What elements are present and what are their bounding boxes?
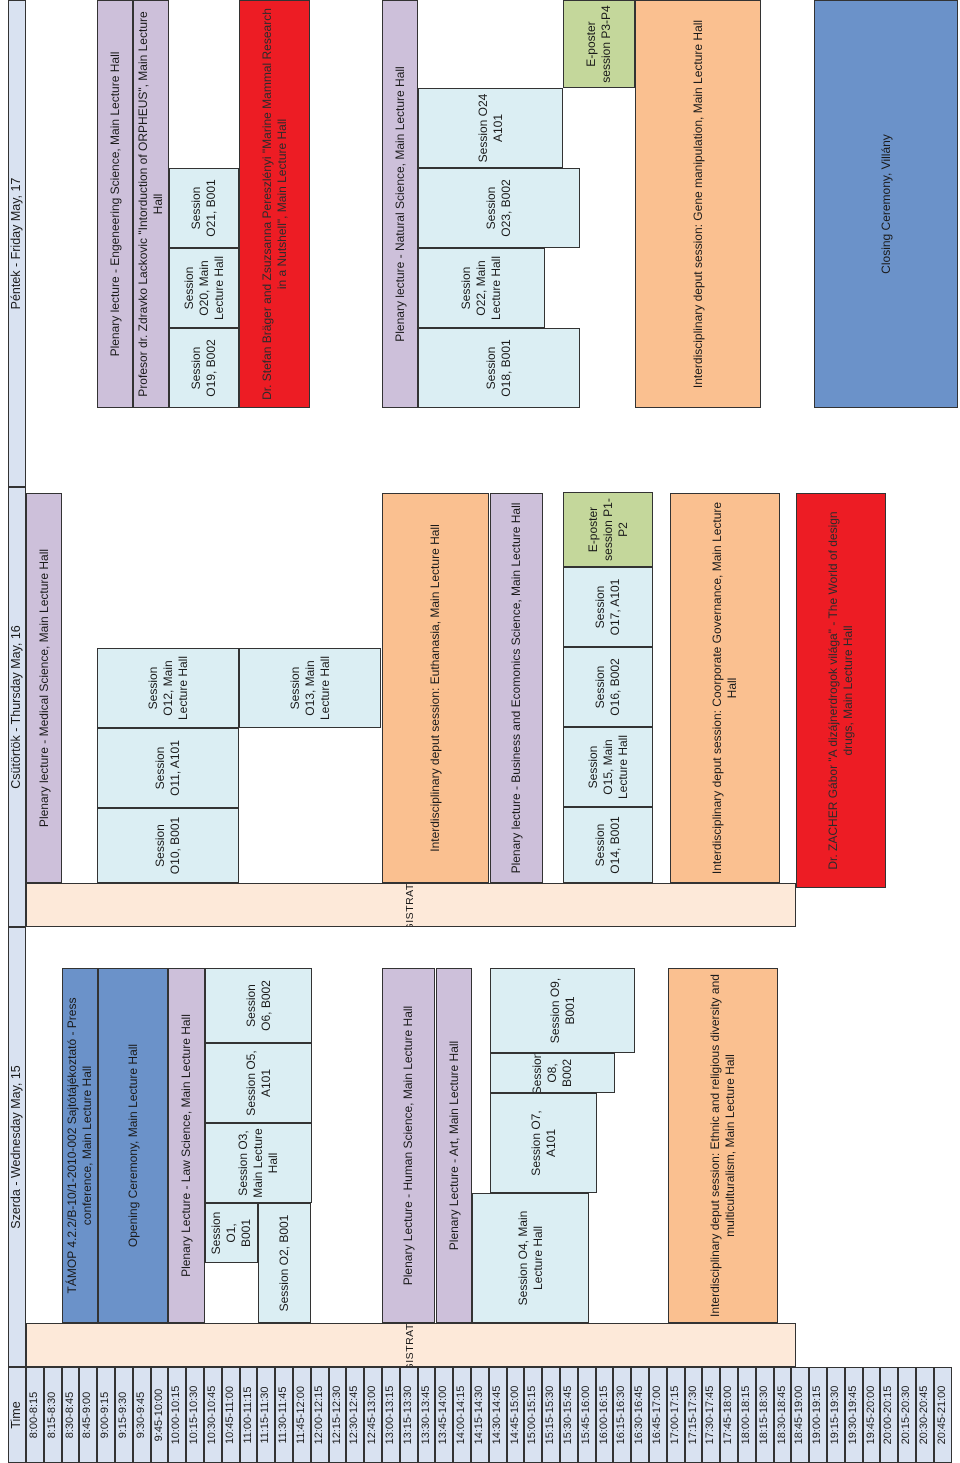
session-o22: Session O22, Main Lecture Hall <box>418 248 545 328</box>
session-o10: Session O10, B001 <box>97 808 239 883</box>
time-slot: 10:00-10:15 <box>168 1367 187 1463</box>
session-o18: Session O18, B001 <box>418 328 580 408</box>
time-slot: 19:00-19:15 <box>809 1367 827 1463</box>
time-slot: 17:00-17:15 <box>666 1367 685 1463</box>
time-slot: 15:15-15:30 <box>542 1367 560 1463</box>
session-o19: Session O19, B002 <box>169 328 239 408</box>
time-slot: 16:45-17:00 <box>649 1367 667 1463</box>
plenary-medical-science: Plenary lecture - Medical Science, Main … <box>26 493 62 883</box>
session-o24: Session O24 A101 <box>418 88 563 168</box>
time-slot: 14:00-14:15 <box>453 1367 471 1463</box>
time-slot: 16:30-16:45 <box>631 1367 649 1463</box>
time-slot: 16:15-16:30 <box>613 1367 632 1463</box>
time-slot: 14:15-14:30 <box>471 1367 489 1463</box>
time-slot: 11:00-11:15 <box>239 1367 258 1463</box>
time-slot: 20:45-21:00 <box>933 1367 952 1463</box>
time-slot: 16:00-16:15 <box>595 1367 614 1463</box>
time-slot: 20:00-20:15 <box>880 1367 899 1463</box>
time-slot: 10:15-10:30 <box>186 1367 204 1463</box>
time-slot: 15:30-15:45 <box>560 1367 578 1463</box>
time-slot: 8:45-9:00 <box>79 1367 98 1463</box>
time-slot: 10:45-11:00 <box>221 1367 240 1463</box>
time-slot: 17:15-17:30 <box>684 1367 703 1463</box>
time-slot: 18:45-19:00 <box>791 1367 810 1463</box>
closing-ceremony: Closing Ceremony, Villány <box>814 0 958 408</box>
session-o1: Session O1, B001 <box>205 1203 258 1263</box>
time-slot: 20:30-20:45 <box>916 1367 934 1463</box>
session-o3: Session O3, Main Lecture Hall <box>205 1123 312 1203</box>
time-slot: 19:15-19:30 <box>827 1367 845 1463</box>
plenary-natural-science: Plenary lecture - Natural Science, Main … <box>382 0 418 408</box>
time-slot: 8:15-8:30 <box>43 1367 62 1463</box>
session-o7: Session O7, A101 <box>490 1093 597 1193</box>
deput-session-euthanasia: Interdisciplinary deput session: Euthana… <box>382 493 489 883</box>
session-o4: Session O4, Main Lecture Hall <box>472 1193 589 1323</box>
session-o2: Session O2, B001 <box>258 1203 311 1323</box>
time-slot: 13:30-13:45 <box>417 1367 436 1463</box>
time-slot: 11:45-12:00 <box>293 1367 311 1463</box>
time-slot: 12:30-12:45 <box>346 1367 365 1463</box>
session-o9: Session O9, B001 <box>490 968 635 1053</box>
time-slot: 12:45-13:00 <box>364 1367 382 1463</box>
plenary-engineering-science: Plenary lecture - Engeneering Science, M… <box>97 0 133 408</box>
time-slot: 11:30-11:45 <box>275 1367 293 1463</box>
session-o21: Session O21, B001 <box>169 168 239 248</box>
session-o17: Session O17, A101 <box>563 567 653 647</box>
plenary-human-science: Plenary Lecture - Human Science, Main Le… <box>382 968 435 1323</box>
session-o11: Session O11, A101 <box>97 728 239 808</box>
time-slot: 15:00-15:15 <box>524 1367 543 1463</box>
time-slot: 9:30-9:45 <box>132 1367 151 1463</box>
plenary-law-science: Plenary Lecture - Law Science, Main Lect… <box>168 968 205 1323</box>
session-o6: Session O6, B002 <box>205 968 312 1043</box>
time-slot: 12:00-12:15 <box>310 1367 329 1463</box>
time-slot: 19:30-19:45 <box>844 1367 863 1463</box>
guest-lecture-brager: Dr. Stefan Bräger and Zsuzsanna Pereszlé… <box>239 0 310 408</box>
plenary-art: Plenary Lecture - Art, Main Lecture Hall <box>436 968 472 1323</box>
eposter-session-p3-p4: E-poster session P3-P4 <box>563 0 635 88</box>
time-slot: 10:30-10:45 <box>204 1367 222 1463</box>
time-slot: 20:15-20:30 <box>898 1367 916 1463</box>
time-slot: 8:30-8:45 <box>61 1367 80 1463</box>
time-slot: 9:45-10:00 <box>150 1367 169 1463</box>
time-slot: 13:45-14:00 <box>435 1367 454 1463</box>
session-o12: Session O12, Main Lecture Hall <box>97 648 239 728</box>
time-slot: 13:15-13:30 <box>399 1367 418 1463</box>
time-slot: 8:00-8:15 <box>26 1367 44 1463</box>
time-slot: 15:45-16:00 <box>577 1367 596 1463</box>
eposter-session-p1-p2: E-poster session P1-P2 <box>563 492 653 567</box>
session-o15: Session O15, Main Lecture Hall <box>563 727 653 807</box>
time-slot: 14:30-14:45 <box>488 1367 507 1463</box>
time-slot: 17:30-17:45 <box>702 1367 721 1463</box>
time-slot: 13:00-13:15 <box>382 1367 400 1463</box>
time-slot: 18:00-18:15 <box>738 1367 756 1463</box>
opening-ceremony: Opening Ceremony, Main Lecture Hall <box>98 968 168 1323</box>
time-slot: 9:15-9:30 <box>115 1367 133 1463</box>
session-o8: Session O8, B002 <box>490 1053 615 1093</box>
deput-session-ethnic-diversity: Interdisciplinary deput session: Ethnic … <box>668 968 778 1323</box>
session-o16: Session O16, B002 <box>563 647 653 727</box>
lecture-lackovic-orpheus: Profesor dr. Zdravko Lackovic "Intorduct… <box>133 0 169 408</box>
session-o20: Session O20, Main Lecture Hall <box>169 248 239 328</box>
session-o13: Session O13, Main Lecture Hall <box>239 648 381 728</box>
session-o5: Session O5, A101 <box>205 1043 312 1123</box>
plenary-business-economics: Plenary lecture - Business and Ecomonics… <box>490 493 543 883</box>
time-slot: 11:15-11:30 <box>257 1367 276 1463</box>
time-slot: 14:45-15:00 <box>506 1367 525 1463</box>
registration-block-thursday: REGISTRATION <box>26 883 796 927</box>
time-slot: 9:00-9:15 <box>97 1367 115 1463</box>
guest-lecture-zacher: Dr. ZACHER Gábor "A dizájnerdrogok világ… <box>796 493 886 888</box>
time-slot: 18:15-18:30 <box>755 1367 774 1463</box>
time-slot: 12:15-12:30 <box>328 1367 347 1463</box>
deput-session-gene-manipulation: Interdisciplinary deput session: Gene ma… <box>635 0 761 408</box>
time-slot: 17:45-18:00 <box>720 1367 738 1463</box>
session-o23: Session O23, B002 <box>418 168 580 248</box>
session-o14: Session O14, B001 <box>563 807 653 883</box>
time-slot: 19:45-20:00 <box>862 1367 881 1463</box>
time-slot: 18:30-18:45 <box>773 1367 792 1463</box>
registration-block-wednesday: REGISTRATION <box>26 1323 796 1367</box>
press-conference: TÁMOP 4.2.2/B-10/1-2010-002 Sajtótájékoz… <box>62 968 98 1323</box>
deput-session-corporate-governance: Interdisciplinary deput session: Coorpor… <box>670 493 780 883</box>
